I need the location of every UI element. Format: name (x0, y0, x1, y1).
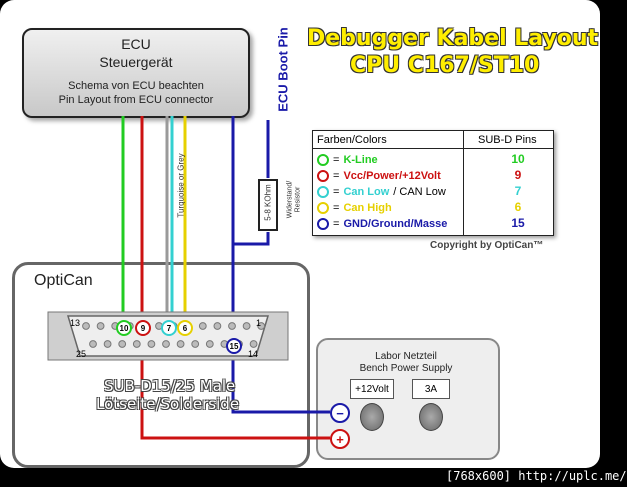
wire-group (121, 116, 330, 440)
connector-pin (82, 322, 90, 330)
pin-corner-25: 25 (76, 349, 87, 359)
pin-label-k-line: 10 (116, 320, 132, 336)
connector-pin (176, 340, 185, 348)
legend-header-right: SUB-D Pins (478, 134, 537, 146)
resistor-label-2: Resistor (294, 186, 302, 213)
legend-label: GND/Ground/Masse (343, 218, 448, 230)
legend-pin-value: 6 (514, 200, 522, 214)
wire-gnd (231, 116, 330, 414)
wire-vcc (140, 116, 330, 440)
connector-pin (132, 340, 141, 348)
pin-corner-14: 14 (248, 349, 259, 359)
legend-row: =GND/Ground/Masse (317, 217, 451, 231)
legend-equals: = (333, 202, 340, 214)
psu-current-display[interactable]: 3A (412, 379, 450, 399)
connector-pin (118, 340, 127, 348)
legend-row: =K-Line (317, 153, 382, 167)
legend-color-dot (317, 186, 329, 198)
legend-label: Can High (343, 202, 392, 214)
connector-pin (249, 340, 258, 348)
legend-label: Can Low (343, 186, 390, 198)
psu-voltage-display[interactable]: +12Volt (350, 379, 394, 399)
legend-pin-value: 10 (511, 152, 525, 166)
ecu-name: ECU (121, 36, 151, 52)
legend-pin-value: 7 (514, 184, 522, 198)
connector-pin (257, 322, 266, 330)
optican-title: OptiCan (34, 272, 93, 289)
legend-row: =Can Low / CAN Low (317, 185, 446, 199)
watermark: [768x600] http://uplc.me/ (446, 469, 627, 483)
connector-pin (198, 322, 207, 330)
title-line1: Debugger Kabel Layout (307, 26, 599, 51)
ecu-note-2: Pin Layout from ECU connector (58, 94, 214, 106)
color-legend: Farben/Colors SUB-D Pins =K-Line=Vcc/Pow… (312, 130, 554, 236)
psu-plus-terminal[interactable]: + (330, 429, 350, 449)
resistor (258, 179, 278, 231)
wire-color-note: Turquoise or Grey (176, 153, 186, 218)
connector-pin (213, 322, 222, 330)
connector-pin (191, 340, 200, 348)
legend-header-divider (313, 148, 553, 149)
resistor-label-1: Widerstand/ (286, 180, 294, 219)
legend-label-extra: / CAN Low (393, 186, 446, 198)
connector-pin (162, 340, 170, 348)
connector-label-1: SUB-D15/25 Male (104, 377, 236, 395)
copyright: Copyright by OptiCan™ (430, 240, 544, 251)
legend-label: K-Line (343, 154, 378, 166)
connector-pin (205, 340, 214, 348)
legend-column-divider (463, 131, 464, 235)
connector-pin (89, 340, 97, 348)
legend-color-dot (317, 218, 329, 230)
connector-pin (96, 322, 105, 330)
connector-pin (242, 322, 251, 330)
connector-pin (228, 322, 236, 330)
legend-header-left: Farben/Colors (317, 134, 387, 146)
pin-label-can-low: 7 (161, 320, 177, 336)
psu-minus-terminal[interactable]: − (330, 403, 350, 423)
psu-current-knob[interactable] (419, 403, 443, 431)
legend-pin-value: 15 (511, 216, 525, 230)
resistor-value: 5-8 KOhm (263, 184, 273, 221)
pin-corner-1: 1 (256, 318, 262, 328)
psu-title-2: Bench Power Supply (359, 363, 453, 374)
ecu-boot-pin-label: ECU Boot Pin (275, 27, 291, 112)
psu-title-1: Labor Netzteil (375, 351, 437, 362)
legend-color-dot (317, 170, 329, 182)
pin-label-can-high: 6 (177, 320, 193, 336)
optican-housing (12, 262, 310, 468)
legend-equals: = (333, 154, 340, 166)
connector-pin (147, 340, 156, 348)
ecu-subtitle: Steuergerät (99, 54, 173, 70)
legend-color-dot (317, 202, 329, 214)
title-line2: CPU C167/ST10 (350, 53, 540, 78)
legend-color-dot (317, 154, 329, 166)
resistor-body (258, 179, 278, 231)
legend-row: =Can High (317, 201, 396, 215)
ecu-box: ECU Steuergerät Schema von ECU beachten … (22, 28, 250, 118)
pin-label-gnd: 15 (226, 338, 242, 354)
connector-pin (103, 340, 112, 348)
legend-label: Vcc/Power/+12Volt (343, 170, 441, 182)
ecu-note-1: Schema von ECU beachten (68, 80, 204, 92)
legend-row: =Vcc/Power/+12Volt (317, 169, 445, 183)
wire-boot-pin-bottom (233, 232, 270, 246)
legend-equals: = (333, 186, 340, 198)
legend-pin-value: 9 (514, 168, 522, 182)
psu-voltage-knob[interactable] (360, 403, 384, 431)
legend-equals: = (333, 218, 340, 230)
legend-equals: = (333, 170, 340, 182)
pin-label-vcc: 9 (135, 320, 151, 336)
wiring-diagram (47, 116, 330, 440)
pin-corner-13: 13 (70, 318, 81, 328)
connector-label-2: Lötseite/Solderside (96, 395, 240, 413)
